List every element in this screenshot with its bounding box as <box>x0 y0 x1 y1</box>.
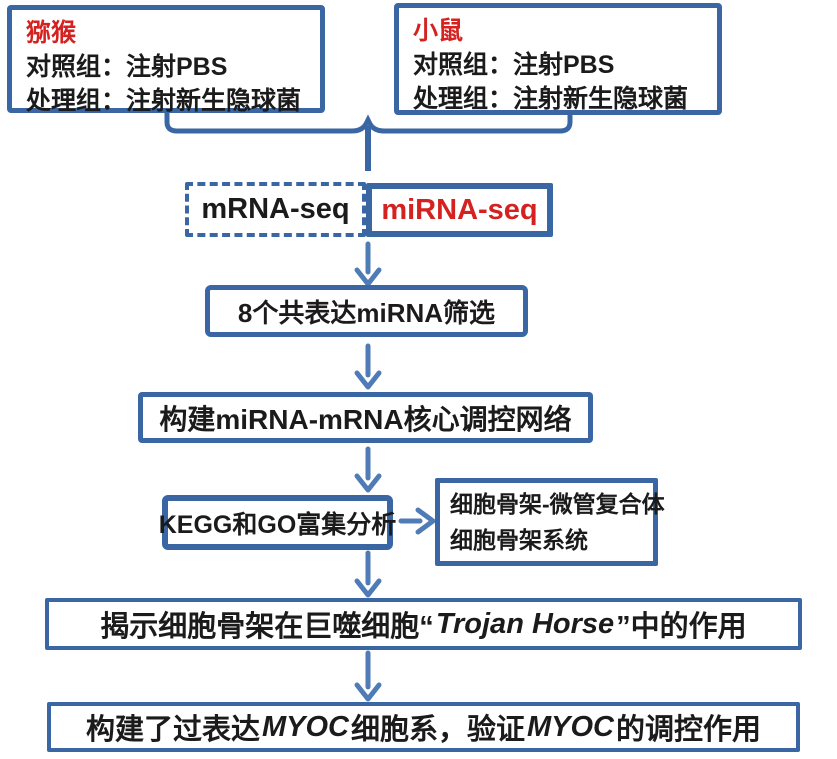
mirna-seq-box: miRNA-seq <box>366 183 553 237</box>
cytoskeleton-result-box: 细胞骨架-微管复合体 细胞骨架系统 <box>435 478 665 566</box>
down-arrow-icon-4 <box>354 550 382 598</box>
myoc-middle: 细胞系，验证 <box>350 714 525 746</box>
regulatory-network-label: 构建miRNA-mRNA核心调控网络 <box>159 403 572 435</box>
monkey-control-line: 对照组：注射PBS <box>26 53 228 81</box>
mirna-seq-label: miRNA-seq <box>381 193 538 226</box>
monkey-title: 猕猴 <box>26 19 77 47</box>
myoc-gene-1: MYOC <box>261 710 349 743</box>
right-arrow-icon <box>398 507 436 535</box>
mirna-screening-box: 8个共表达miRNA筛选 <box>205 285 528 337</box>
myoc-gene-2: MYOC <box>527 710 614 743</box>
cytoskeleton-result-line2: 细胞骨架系统 <box>450 527 588 553</box>
trojan-italic-term: Trojan Horse <box>435 607 615 640</box>
merge-brace <box>164 110 573 134</box>
monkey-group-box: 猕猴 对照组：注射PBS 处理组：注射新生隐球菌 <box>7 5 325 115</box>
mirna-screening-label: 8个共表达miRNA筛选 <box>237 297 496 328</box>
cytoskeleton-result-line1: 细胞骨架-微管复合体 <box>450 491 665 517</box>
kegg-go-enrichment-label: KEGG和GO富集分析 <box>158 510 397 539</box>
kegg-go-enrichment-box: KEGG和GO富集分析 <box>159 495 396 550</box>
mouse-group-box: 小鼠 对照组：注射PBS 处理组：注射新生隐球菌 <box>394 3 722 115</box>
myoc-suffix: 的调控作用 <box>616 714 762 746</box>
mouse-treatment-line: 处理组：注射新生隐球菌 <box>413 85 689 113</box>
mrna-seq-label: mRNA-seq <box>201 193 350 225</box>
monkey-treatment-line: 处理组：注射新生隐球菌 <box>26 87 302 115</box>
trojan-prefix: 揭示细胞骨架在巨噬细胞“ <box>100 611 434 643</box>
mrna-seq-box: mRNA-seq <box>185 182 366 237</box>
trojan-horse-conclusion-box: 揭示细胞骨架在巨噬细胞“Trojan Horse”中的作用 <box>45 598 802 650</box>
myoc-prefix: 构建了过表达 <box>85 714 260 746</box>
mouse-title: 小鼠 <box>413 17 464 45</box>
down-arrow-icon-1 <box>354 241 382 287</box>
down-arrow-icon-5 <box>354 650 382 702</box>
regulatory-network-box: 构建miRNA-mRNA核心调控网络 <box>138 392 593 443</box>
down-arrow-icon-2 <box>354 343 382 390</box>
down-arrow-icon-3 <box>354 446 382 493</box>
mouse-control-line: 对照组：注射PBS <box>413 51 615 79</box>
trojan-suffix: ”中的作用 <box>616 611 747 643</box>
